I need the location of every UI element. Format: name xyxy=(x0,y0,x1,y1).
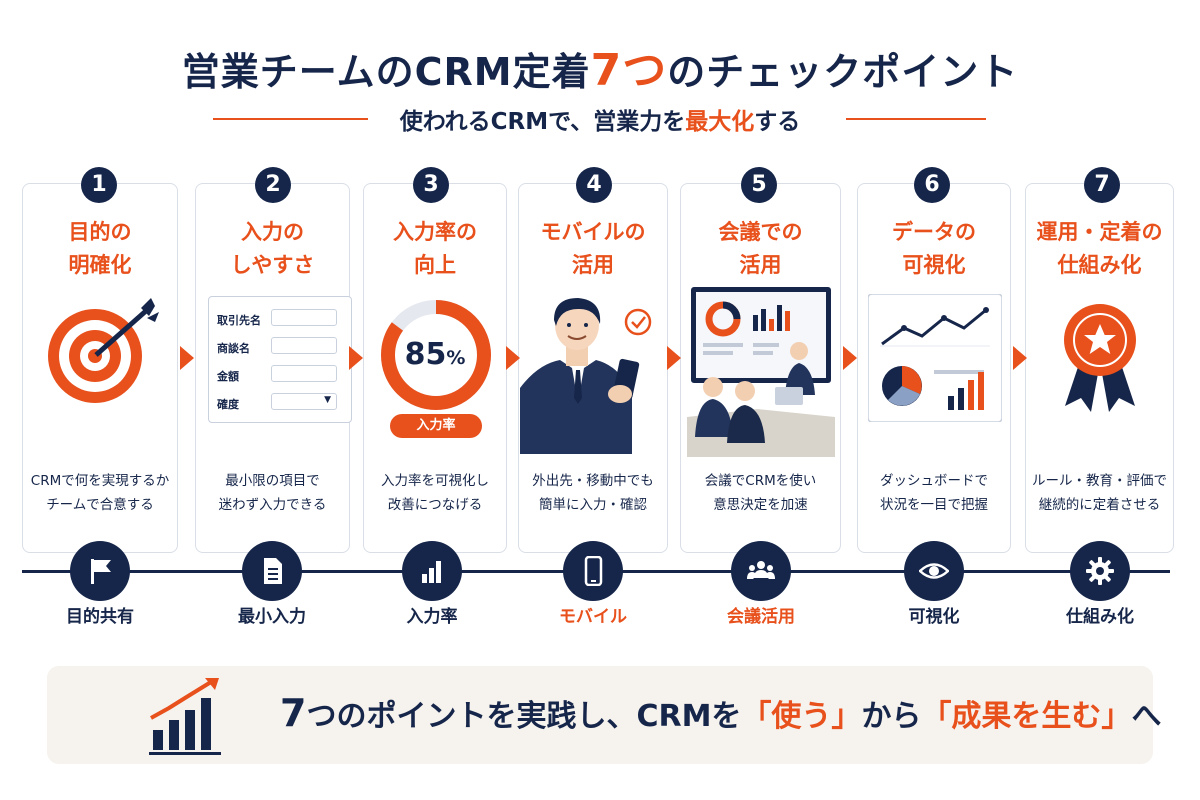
target-icon xyxy=(48,298,159,403)
card-title: 会議での活用 xyxy=(718,220,803,277)
step-arrow-icon xyxy=(667,346,681,370)
form-row: 商談名 xyxy=(217,337,343,357)
input-rate-label: 入力率 xyxy=(390,414,482,438)
subtitle-row: 使われるCRMで、営業力を最大化する xyxy=(0,98,1200,138)
donut-progress-arc xyxy=(381,300,491,410)
mobile-user-illustration xyxy=(520,298,652,454)
card-description: ダッシュボードで状況を一目で把握 xyxy=(880,473,988,513)
card-title: 入力のしやすさ xyxy=(230,220,315,277)
form-field xyxy=(271,309,337,326)
step-card-6: データの可視化 ダッシュボードで状況を一目で把握 xyxy=(857,183,1011,553)
step-card-3: 入力率の向上 85% 入力率 入力率を可視化し改善につなげる xyxy=(363,183,507,553)
form-field xyxy=(271,337,337,354)
step-number-2: 2 xyxy=(255,167,291,203)
gear-icon xyxy=(1086,557,1114,585)
subtitle-divider-left xyxy=(213,118,368,120)
timeline-node-6 xyxy=(904,541,964,601)
chevron-down-icon: ▼ xyxy=(324,395,331,405)
card-description: ルール・教育・評価で継続的に定着させる xyxy=(1032,473,1167,513)
step-card-4: モバイルの活用 外出先・移動中でも簡単に入力・確認 xyxy=(518,183,668,553)
sample-input-form: 取引先名 商談名 金額 確度 ▼ xyxy=(208,296,352,423)
eye-icon xyxy=(919,563,949,579)
timeline-label: 最小入力 xyxy=(238,607,306,627)
page-subtitle: 使われるCRMで、営業力を最大化する xyxy=(399,109,801,135)
step-number-7: 7 xyxy=(1084,167,1120,203)
step-card-1: 目的の明確化 CRMで何を実現するかチームで合意する xyxy=(22,183,178,553)
card-title: 入力率の向上 xyxy=(393,220,477,277)
timeline-label: 会議活用 xyxy=(727,607,795,627)
award-medal-icon xyxy=(1064,304,1136,412)
step-number-4: 4 xyxy=(576,167,612,203)
summary-banner: 7つのポイントを実践し、CRMを「使う」から「成果を生む」へ xyxy=(47,666,1161,764)
step-number-6: 6 xyxy=(914,167,950,203)
timeline-node-3 xyxy=(402,541,462,601)
step-number-1: 1 xyxy=(81,167,117,203)
card-description: 会議でCRMを使い意思決定を加速 xyxy=(704,473,817,513)
subtitle-highlight: 最大化 xyxy=(685,109,755,135)
step-arrow-icon xyxy=(1013,346,1027,370)
smartphone-icon xyxy=(584,556,603,586)
card-description: 最小限の項目で迷わず入力できる xyxy=(218,473,327,513)
card-title: 運用・定着の仕組み化 xyxy=(1036,220,1163,277)
step-arrow-icon xyxy=(506,346,520,370)
step-card-5: 会議での活用 会議でCRMを使い意思決定を加速 xyxy=(680,183,841,553)
input-rate-value: 85% xyxy=(404,337,466,372)
form-select: ▼ xyxy=(271,393,337,410)
timeline-node-2 xyxy=(242,541,302,601)
timeline-node-1 xyxy=(70,541,130,601)
summary-message: 7つのポイントを実践し、CRMを「使う」から「成果を生む」へ xyxy=(280,691,1162,735)
step-arrow-icon xyxy=(843,346,857,370)
timeline-label: 目的共有 xyxy=(66,607,134,627)
bar-chart-icon xyxy=(422,561,441,583)
card-description: 外出先・移動中でも簡単に入力・確認 xyxy=(532,473,654,513)
input-rate-donut xyxy=(381,300,491,410)
form-row: 確度 ▼ xyxy=(217,393,343,413)
card-description: CRMで何を実現するかチームで合意する xyxy=(30,473,170,513)
step-number-5: 5 xyxy=(741,167,777,203)
form-row: 金額 xyxy=(217,365,343,385)
timeline-node-4 xyxy=(563,541,623,601)
step-card-2: 入力のしやすさ 取引先名 商談名 金額 確度 ▼ 最小限の項目で迷わず入力できる xyxy=(195,183,352,553)
step-arrow-icon xyxy=(180,346,194,370)
subtitle-divider-right xyxy=(846,118,986,120)
dashboard-illustration xyxy=(868,294,1002,422)
timeline-label: モバイル xyxy=(559,607,627,627)
step-card-7: 運用・定着の仕組み化 ルール・教育・評価で継続的に定着させる xyxy=(1025,183,1174,553)
card-title: モバイルの活用 xyxy=(540,220,646,277)
people-icon xyxy=(747,561,775,579)
page-title: 営業チームのCRM定着7つのチェックポイント xyxy=(181,45,1019,96)
timeline-label: 入力率 xyxy=(406,607,458,627)
timeline-label: 可視化 xyxy=(908,607,960,627)
meeting-illustration xyxy=(687,287,835,457)
timeline-node-7 xyxy=(1070,541,1130,601)
growth-chart-icon xyxy=(149,678,221,755)
card-title: データの可視化 xyxy=(892,220,976,277)
form-field xyxy=(271,365,337,382)
flag-icon xyxy=(91,559,111,584)
timeline-label: 仕組み化 xyxy=(1066,607,1134,627)
document-icon xyxy=(264,558,282,584)
card-title: 目的の明確化 xyxy=(68,220,132,277)
title-highlight: 7つ xyxy=(590,45,668,96)
form-row: 取引先名 xyxy=(217,309,343,329)
step-number-3: 3 xyxy=(413,167,449,203)
card-description: 入力率を可視化し改善につなげる xyxy=(381,473,489,513)
step-arrow-icon xyxy=(349,346,363,370)
timeline-node-5 xyxy=(731,541,791,601)
